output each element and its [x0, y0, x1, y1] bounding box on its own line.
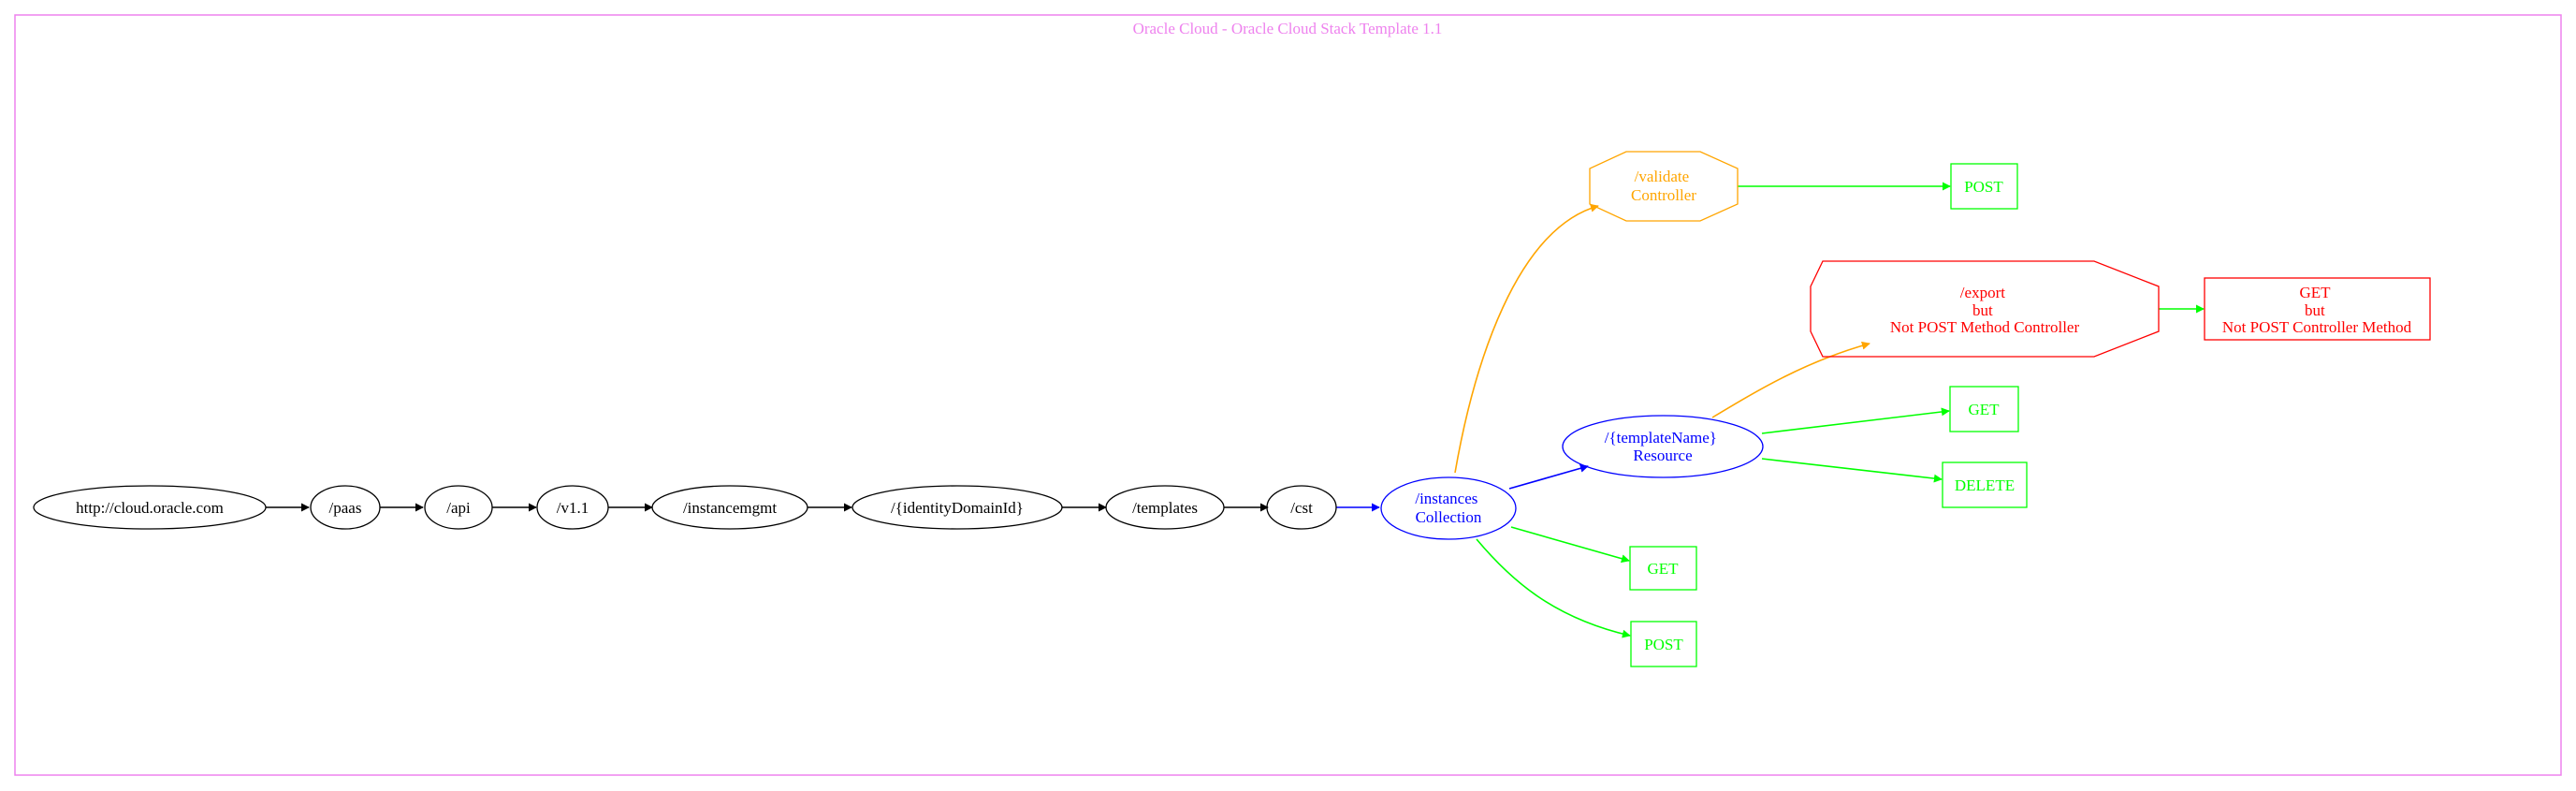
node-validate[interactable]: /validate Controller: [1589, 151, 1739, 222]
svg-text:/cst: /cst: [1290, 499, 1313, 517]
edge-templatename-delete: [1761, 458, 1943, 483]
graph-title: Oracle Cloud - Oracle Cloud Stack Templa…: [1133, 20, 1443, 37]
node-export[interactable]: /export but Not POST Method Controller: [1810, 260, 2160, 358]
node-templates[interactable]: /templates: [1105, 485, 1225, 530]
node-templatename-delete-label: DELETE: [1955, 476, 2015, 494]
node-templatename-label-2: Resource: [1633, 447, 1692, 464]
node-export-get-label-2: but: [2305, 301, 2325, 319]
node-templatename-label-1: /{templateName}: [1605, 429, 1717, 447]
svg-text:/instancemgmt: /instancemgmt: [683, 499, 777, 517]
node-instances-get[interactable]: GET: [1629, 546, 1697, 591]
node-api[interactable]: /api: [424, 485, 493, 530]
node-instances-label-2: Collection: [1416, 508, 1482, 526]
node-api-label: /api: [446, 499, 471, 517]
node-templatename-delete[interactable]: DELETE: [1942, 461, 2028, 508]
svg-text:/{templateName} Resour: /{templateName} Resource: [1605, 429, 1721, 464]
node-root-label: http://cloud.oracle.com: [76, 499, 224, 517]
svg-text:/validate Controller: /validate Controller: [1631, 168, 1696, 204]
svg-text:/paas: /paas: [329, 499, 362, 517]
node-instances[interactable]: /instances Collection: [1380, 476, 1517, 540]
edge-templatename-get: [1761, 407, 1950, 434]
node-instancemgmt-label: /instancemgmt: [683, 499, 777, 517]
node-export-get-label-1: GET: [2300, 284, 2332, 301]
svg-text:DELETE: DELETE: [1955, 476, 2015, 494]
svg-text:/api: /api: [446, 499, 471, 517]
svg-text:/export but No: /export but Not POST Method Controller: [1890, 284, 2080, 336]
nodes: http://cloud.oracle.com /paas /api /v1.1…: [33, 151, 2431, 667]
node-identitydomainid-label: /{identityDomainId}: [891, 499, 1024, 517]
node-validate-label-1: /validate: [1635, 168, 1690, 185]
edge-templatename-export: [1711, 341, 1870, 418]
svg-text:POST: POST: [1644, 636, 1683, 653]
svg-text:GET: GET: [1647, 560, 1679, 578]
node-paas[interactable]: /paas: [310, 485, 381, 530]
node-export-label-1: /export: [1960, 284, 2005, 301]
node-instances-post[interactable]: POST: [1630, 621, 1697, 667]
svg-text:http://cloud.oracle.com: http://cloud.oracle.com: [76, 499, 224, 517]
node-identitydomainid[interactable]: /{identityDomainId}: [851, 485, 1063, 530]
node-instances-label-1: /instances: [1415, 490, 1477, 507]
edge-instances-get: [1510, 526, 1630, 564]
node-validate-label-2: Controller: [1631, 186, 1696, 204]
svg-text:/v1.1: /v1.1: [557, 499, 589, 517]
node-export-get[interactable]: GET but Not POST Controller Method: [2204, 277, 2431, 341]
node-export-label-2: but: [1972, 301, 1993, 319]
node-v11-label: /v1.1: [557, 499, 589, 517]
node-export-get-label-3: Not POST Controller Method: [2222, 318, 2412, 336]
node-templatename[interactable]: /{templateName} Resource: [1562, 415, 1764, 478]
svg-text:/templates: /templates: [1132, 499, 1198, 517]
svg-text:/instances Collection: /instances Collection: [1415, 490, 1482, 526]
svg-text:GET: GET: [1968, 401, 2000, 418]
node-validate-post[interactable]: POST: [1950, 163, 2018, 210]
edge-instances-validate: [1454, 203, 1599, 474]
node-cst-label: /cst: [1290, 499, 1313, 517]
node-cst[interactable]: /cst: [1266, 485, 1337, 530]
svg-text:/{identityDomainId}: /{identityDomainId}: [891, 499, 1024, 517]
edge-instances-templatename: [1508, 463, 1589, 490]
node-export-label-3: Not POST Method Controller: [1890, 318, 2080, 336]
edges: [266, 182, 2205, 638]
graph-frame: [14, 14, 2562, 776]
node-templates-label: /templates: [1132, 499, 1198, 517]
node-v11[interactable]: /v1.1: [536, 485, 609, 530]
svg-text:GET but Not PO: GET but Not POST Controller Method: [2222, 284, 2412, 336]
node-paas-label: /paas: [329, 499, 362, 517]
node-instances-post-label: POST: [1644, 636, 1683, 653]
svg-text:POST: POST: [1964, 178, 2003, 196]
node-validate-post-label: POST: [1964, 178, 2003, 196]
node-templatename-get[interactable]: GET: [1949, 386, 2019, 432]
node-root[interactable]: http://cloud.oracle.com: [33, 485, 267, 530]
edge-instances-post: [1476, 538, 1631, 638]
node-templatename-get-label: GET: [1968, 401, 2000, 418]
node-instances-get-label: GET: [1647, 560, 1679, 578]
node-instancemgmt[interactable]: /instancemgmt: [651, 485, 808, 530]
